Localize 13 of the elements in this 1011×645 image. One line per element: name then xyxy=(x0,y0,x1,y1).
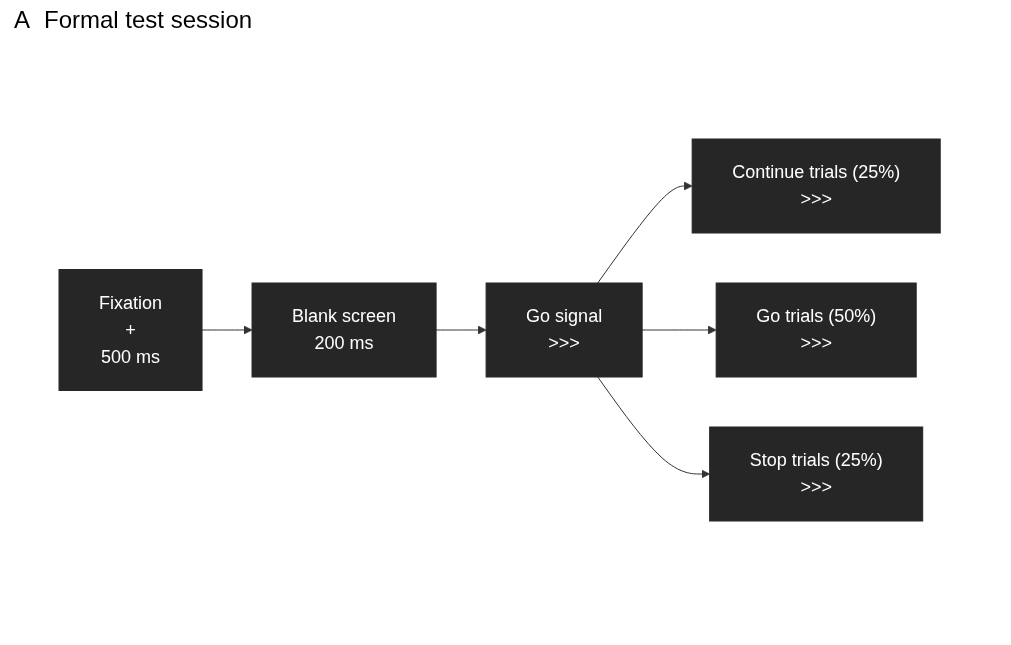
node-box: Go trials (50%) >>> xyxy=(716,282,918,378)
node-box: Go signal >>> xyxy=(486,282,644,378)
node-box: Continue trials (25%) >>> xyxy=(692,138,942,234)
arrow xyxy=(201,325,253,335)
diagram-title: Formal test session xyxy=(44,6,253,34)
arrow xyxy=(597,181,693,284)
arrow xyxy=(436,325,487,335)
panel-letter: A xyxy=(14,6,30,33)
node-box: Fixation + 500 ms xyxy=(58,269,203,391)
node-box: Blank screen 200 ms xyxy=(251,282,437,378)
arrow xyxy=(642,325,717,335)
node-box: Stop trials (25%) >>> xyxy=(709,426,924,522)
arrow xyxy=(597,376,711,479)
